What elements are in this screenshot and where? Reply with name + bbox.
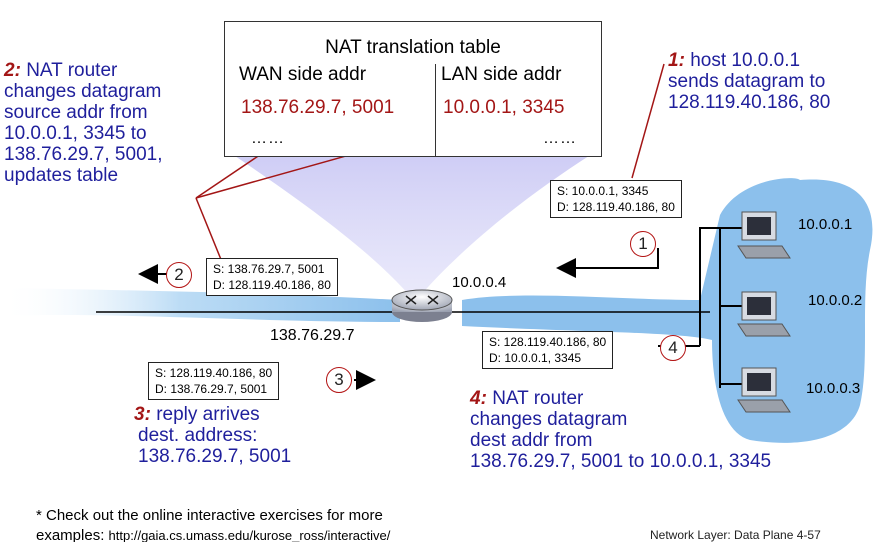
step3-line3: 138.76.29.7, 5001 [138, 446, 292, 467]
step2-line3: source addr from [4, 102, 148, 123]
step1-number: 1: [668, 50, 685, 71]
wan-value: 138.76.29.7, 5001 [241, 97, 395, 118]
host-2-address: 10.0.0.2 [808, 292, 863, 309]
wan-band [0, 288, 400, 322]
nat-table-title: NAT translation table [325, 37, 501, 58]
footnote-prefix: examples: [36, 527, 109, 542]
wan-more: …… [251, 130, 285, 147]
step-marker-1: 1 [630, 231, 656, 257]
lan-more: …… [543, 130, 577, 147]
footnote-line-1: * Check out the online interactive exerc… [36, 507, 383, 524]
pointer-line-d [631, 63, 665, 179]
step4-description: 4: NAT router changes datagram dest addr… [470, 388, 771, 472]
router-icon [391, 289, 453, 322]
step1-line2: sends datagram to [668, 71, 826, 92]
step2-line6: updates table [4, 165, 119, 186]
step3-line1: reply arrives [156, 404, 260, 425]
wan-header: WAN side addr [239, 64, 367, 85]
step-marker-3: 3 [326, 367, 352, 393]
step2-line5: 138.76.29.7, 5001, [4, 144, 163, 165]
step4-number: 4: [470, 388, 487, 409]
nat-translation-table: NAT translation table WAN side addr LAN … [224, 21, 602, 157]
lan-header: LAN side addr [441, 64, 562, 85]
datagram-4-destination: D: 10.0.0.1, 3345 [489, 351, 582, 365]
host-1-address: 10.0.0.1 [798, 216, 853, 233]
datagram-1-destination: D: 128.119.40.186, 80 [557, 200, 675, 214]
nat-beam [232, 154, 592, 296]
datagram-4-source: S: 128.119.40.186, 80 [489, 335, 607, 349]
nat-table-divider [435, 64, 436, 156]
step2-description: 2: NAT router changes datagram source ad… [4, 60, 162, 186]
step1-line3: 128.119.40.186, 80 [668, 92, 831, 113]
step1-description: 1: host 10.0.0.1 sends datagram to 128.1… [668, 50, 830, 113]
step4-line1: NAT router [492, 388, 584, 409]
datagram-1-source: S: 10.0.0.1, 3345 [557, 184, 649, 198]
datagram-4: S: 128.119.40.186, 80 D: 10.0.0.1, 3345 [482, 331, 614, 369]
step4-line2: changes datagram [470, 409, 628, 430]
step2-line1: NAT router [26, 60, 118, 81]
datagram-3: S: 128.119.40.186, 80 D: 138.76.29.7, 50… [148, 362, 280, 400]
host-3-address: 10.0.0.3 [806, 380, 861, 397]
lan-value: 10.0.0.1, 3345 [443, 97, 565, 118]
datagram-2-destination: D: 128.119.40.186, 80 [213, 278, 331, 292]
footnote-url[interactable]: http://gaia.cs.umass.edu/kurose_ross/int… [108, 528, 391, 542]
computer-icon-1 [737, 211, 791, 259]
step1-arrow [556, 248, 659, 278]
computer-icon-3 [737, 367, 791, 413]
footnote: * Check out the online interactive exerc… [36, 506, 390, 542]
computer-icon-2 [737, 291, 791, 337]
datagram-2: S: 138.76.29.7, 5001 D: 128.119.40.186, … [206, 258, 338, 296]
step2-line4: 10.0.0.1, 3345 to [4, 123, 147, 144]
step2-line2: changes datagram [4, 81, 162, 102]
router-wan-address: 138.76.29.7 [270, 327, 355, 344]
step3-description: 3: reply arrives dest. address: 138.76.2… [134, 404, 291, 467]
step4-line4: 138.76.29.7, 5001 to 10.0.0.1, 3345 [470, 451, 772, 472]
step3-line2: dest. address: [138, 425, 258, 446]
datagram-3-destination: D: 138.76.29.7, 5001 [155, 382, 268, 396]
datagram-1: S: 10.0.0.1, 3345 D: 128.119.40.186, 80 [550, 180, 682, 218]
step2-number: 2: [4, 60, 21, 81]
datagram-3-source: S: 128.119.40.186, 80 [155, 366, 273, 380]
step-marker-4: 4 [660, 335, 686, 361]
step-marker-2: 2 [166, 262, 192, 288]
step4-line3: dest addr from [470, 430, 593, 451]
datagram-2-source: S: 138.76.29.7, 5001 [213, 262, 325, 276]
step3-number: 3: [134, 404, 151, 425]
step1-line1: host 10.0.0.1 [690, 50, 801, 71]
footnote-line-2: examples: http://gaia.cs.umass.edu/kuros… [36, 526, 390, 542]
router-lan-address: 10.0.0.4 [452, 274, 507, 291]
pointer-line-c [195, 197, 223, 263]
slide-footer: Network Layer: Data Plane 4-57 [650, 528, 821, 542]
